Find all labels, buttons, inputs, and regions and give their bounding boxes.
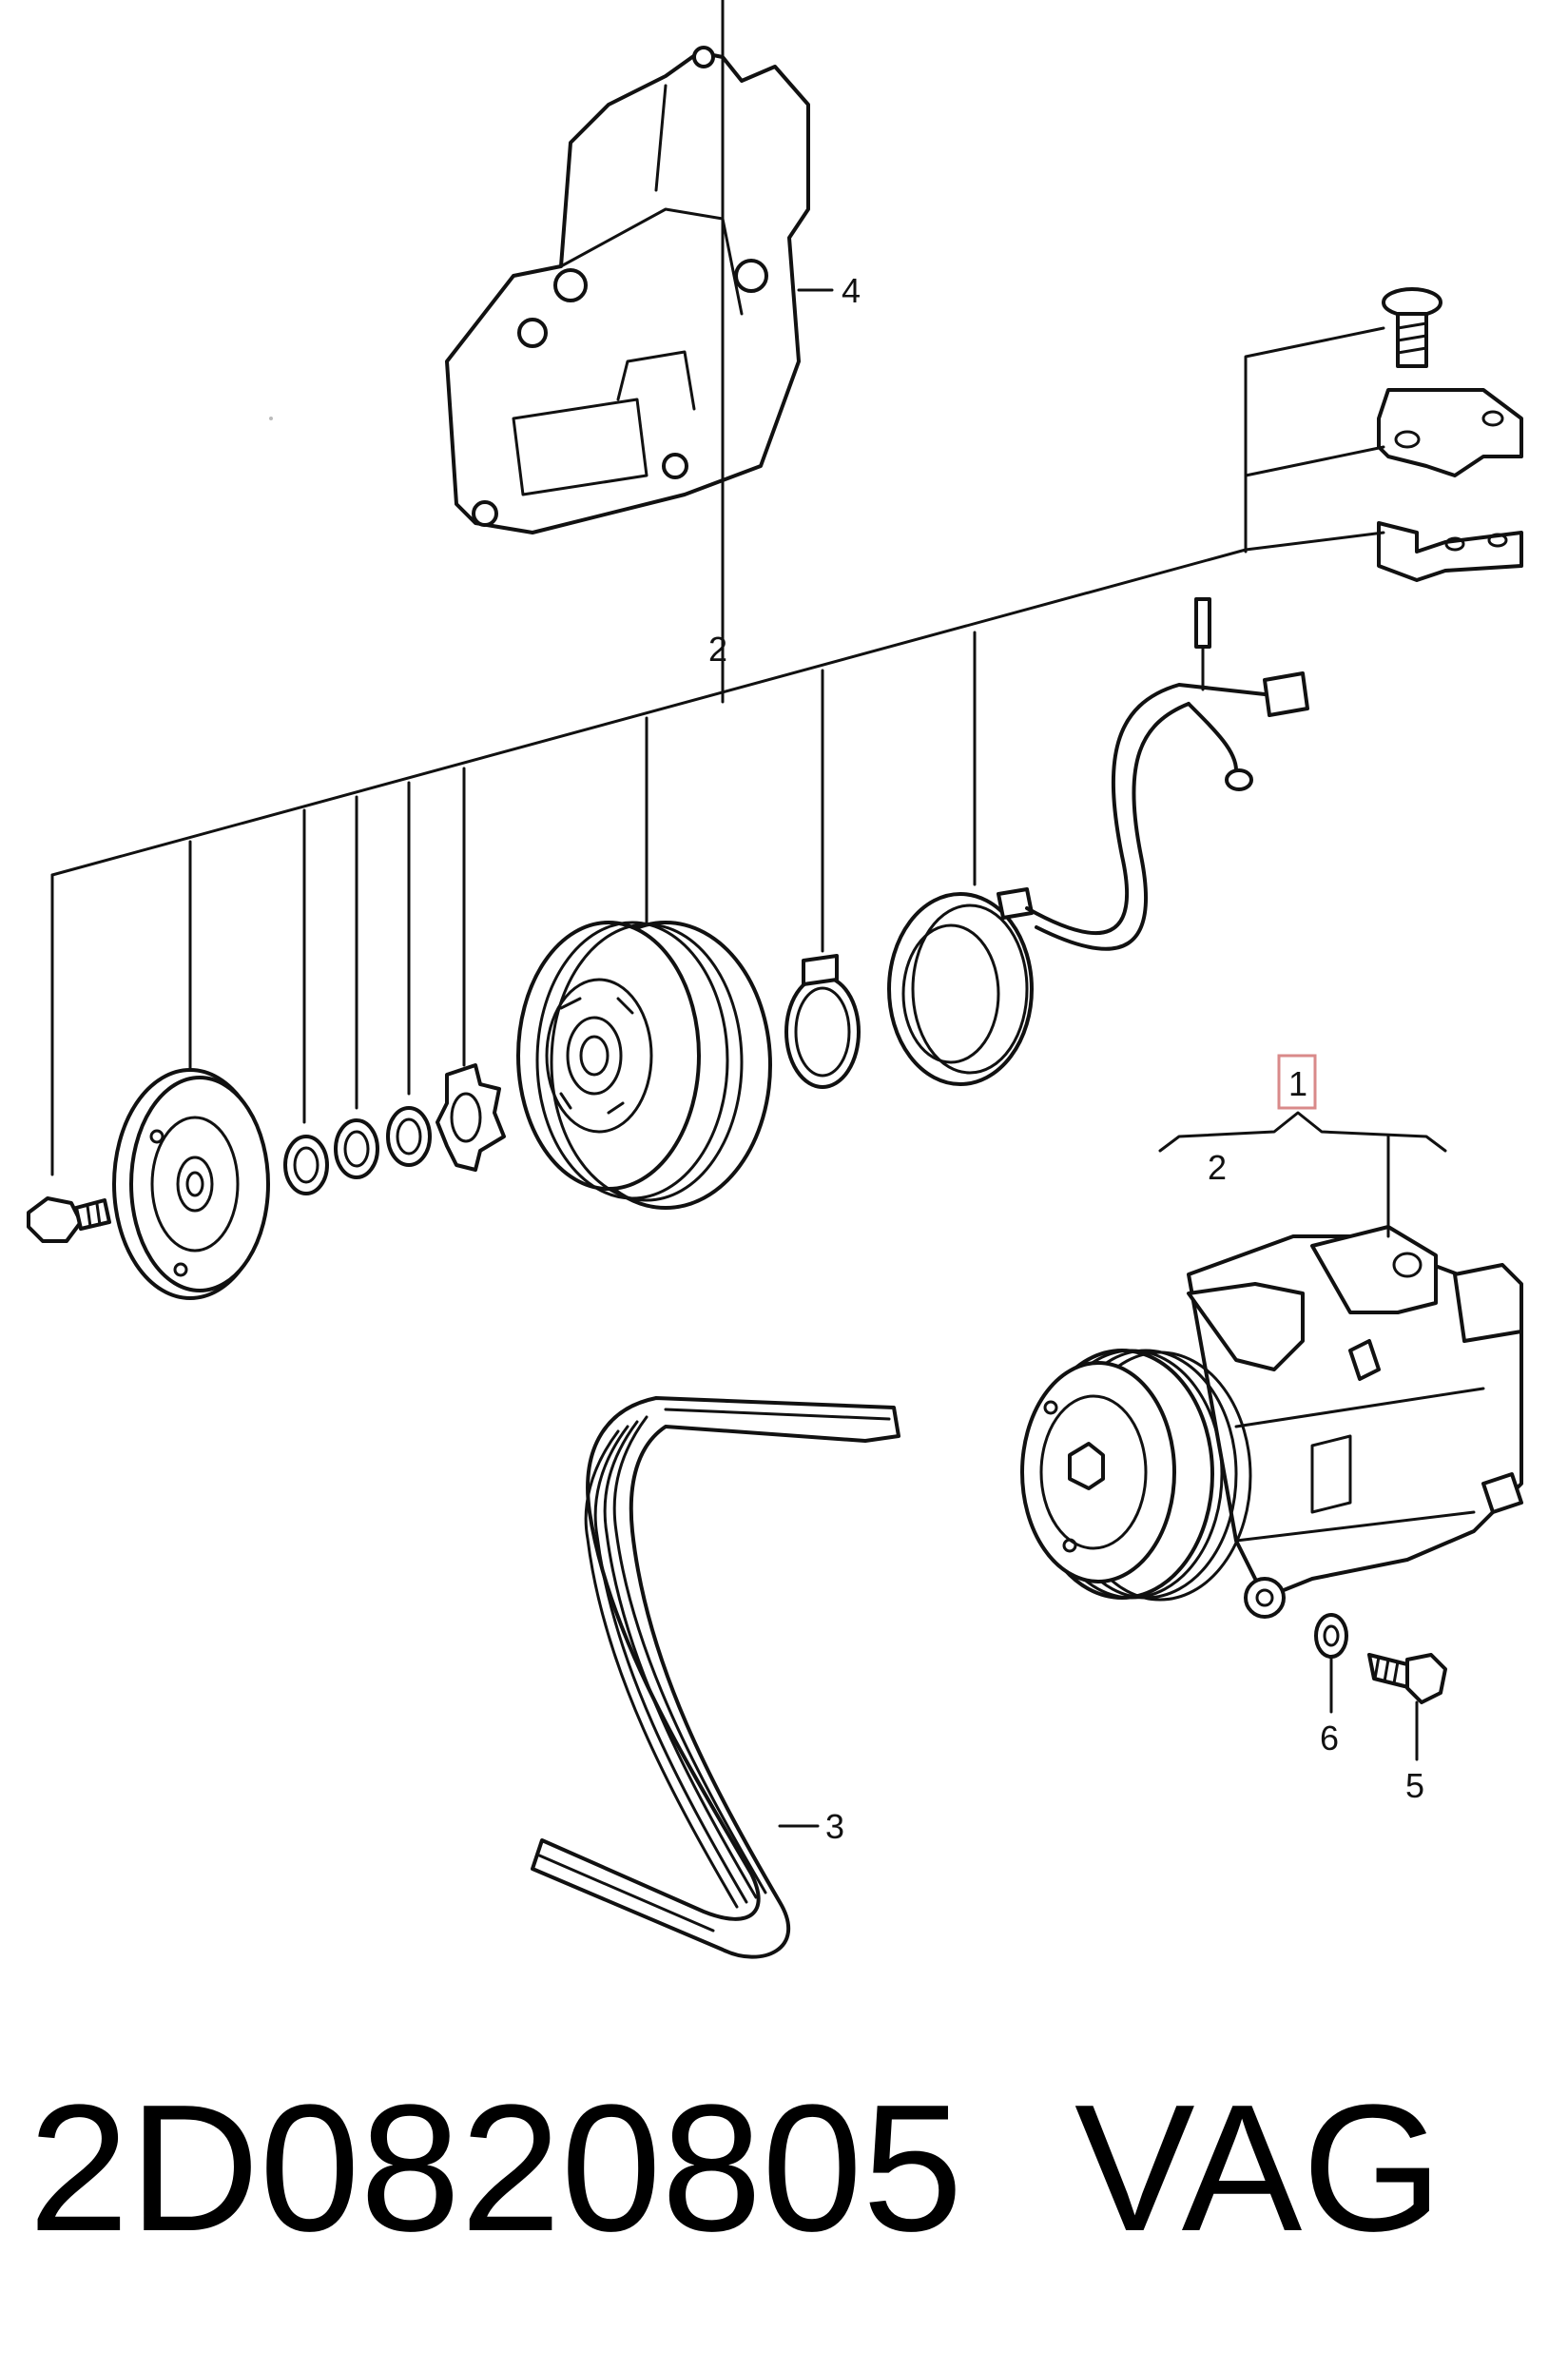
screw-top-right [1382,287,1442,368]
shim-1 [283,1135,329,1195]
leader-plate-upper [1244,445,1385,477]
callout-1: 1 [1288,1064,1307,1103]
ac-compressor [1020,1225,1523,1619]
callout-5: 5 [1405,1766,1424,1805]
speck-mark [269,417,273,420]
part-number: 2D0820805 [29,2068,963,2269]
bracket-leader-screw [1244,326,1385,554]
field-coil [887,597,1309,1086]
mount-plate-lower [1377,521,1523,582]
washer-part-6 [1314,1613,1348,1659]
callout-1-brace [1158,1111,1447,1153]
mount-plate-upper [1377,388,1523,477]
clutch-plate [112,1068,270,1300]
callout-2-right: 2 [1208,1148,1227,1187]
pulley [516,921,772,1210]
shim-3 [386,1106,432,1167]
bolt-part-5 [1367,1653,1447,1704]
callout-6: 6 [1320,1719,1339,1758]
shim-2 [334,1118,379,1179]
bolt-part [27,1196,111,1243]
circlip [436,1063,506,1172]
bracket-part-4 [445,46,810,534]
brand-name: VAG [1074,2068,1443,2269]
snap-ring [784,954,861,1089]
kit-leader-main [50,531,1385,877]
callout-4: 4 [842,271,861,310]
callout-1-highlight [1277,1054,1317,1110]
callout-2-top: 2 [708,630,727,669]
caption: 2D0820805 VAG [29,2045,1550,2292]
callout-3: 3 [825,1807,844,1846]
ribbed-belt-part-3 [531,1396,900,1959]
